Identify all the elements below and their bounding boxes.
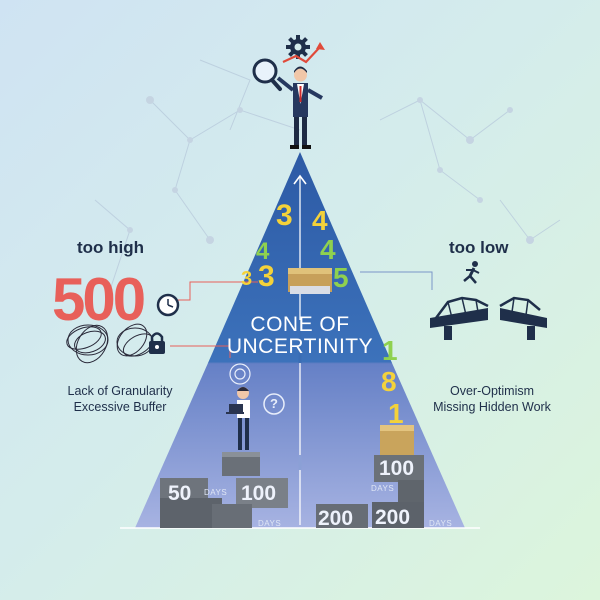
estimate-number: 1	[382, 335, 398, 366]
block-number: 200	[318, 507, 354, 530]
estimate-number: 4	[312, 205, 328, 236]
estimate-number: 3	[241, 268, 253, 290]
estimate-number: 3	[276, 199, 293, 232]
days-label: DAYS	[371, 484, 395, 493]
cone	[120, 152, 480, 529]
padlock-icon	[149, 332, 165, 354]
estimate-number: 5	[333, 262, 349, 293]
businessman	[276, 66, 323, 149]
too-low-desc-line1: Over-Optimism	[449, 384, 535, 398]
block-number: 100	[241, 482, 277, 505]
too-high-desc-line1: Lack of Granularity	[67, 384, 173, 398]
too-low-heading: too low	[449, 238, 509, 257]
connector-lines	[170, 281, 258, 358]
left-stone-blocks	[160, 452, 288, 528]
center-blocks	[288, 268, 332, 294]
too-high-heading: too high	[77, 238, 145, 257]
runner-icon	[463, 261, 480, 284]
laptop-icon	[226, 404, 244, 414]
block-number: 100	[379, 457, 415, 480]
trend-arrow-icon	[282, 42, 325, 64]
too-low-desc-line2: Missing Hidden Work	[433, 400, 551, 414]
clock-icon	[156, 293, 180, 317]
block-number: 50	[168, 482, 192, 505]
question-mark: ?	[270, 396, 278, 411]
estimate-number: 4	[320, 234, 336, 265]
connector-lines-right	[360, 271, 433, 290]
too-high-desc-line2: Excessive Buffer	[73, 400, 167, 414]
days-label: DAYS	[204, 488, 228, 497]
background-network-nodes	[127, 96, 534, 244]
arrow-up-icon	[293, 174, 307, 185]
right-stone-blocks	[316, 425, 424, 528]
question-bubble	[263, 393, 285, 415]
broken-bridge-icon	[430, 296, 547, 340]
cone-title-line1: CONE OF	[250, 313, 350, 336]
estimate-number: 1	[388, 398, 404, 429]
gear-icon	[286, 35, 310, 59]
block-number: 200	[375, 506, 411, 529]
days-label: DAYS	[429, 519, 453, 528]
days-label: DAYS	[258, 519, 282, 528]
cone-title-line2: UNCERTINITY	[226, 335, 374, 358]
estimate-number: 8	[381, 366, 397, 397]
magnifier-icon	[252, 58, 282, 91]
estimate-number: 4	[256, 238, 270, 265]
big-500-number: 500	[52, 266, 146, 333]
estimate-number: 3	[258, 260, 275, 293]
